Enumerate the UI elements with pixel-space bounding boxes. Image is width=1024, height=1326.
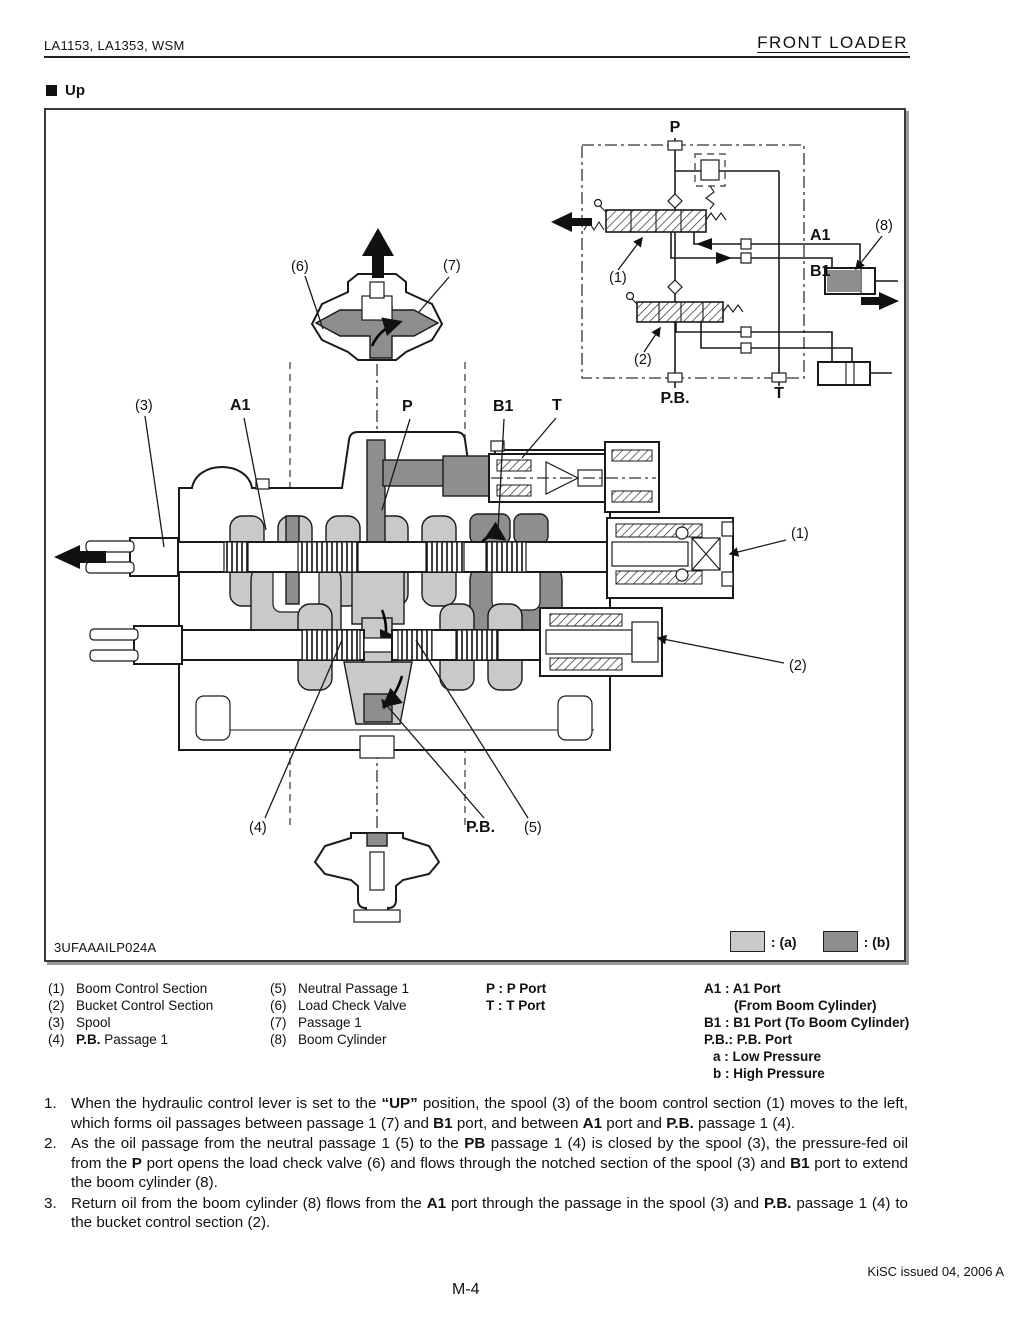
section-label-b1: B1 <box>493 398 514 415</box>
cylinder-extend-arrow <box>861 292 899 310</box>
schematic-label-b1: B1 <box>810 263 831 280</box>
section-label-5: (5) <box>524 820 542 836</box>
header-section-title: FRONT LOADER <box>757 33 908 52</box>
section-label-6: (6) <box>291 259 309 275</box>
legend-column-3: P : P Port T : T Port <box>486 980 646 1014</box>
hydraulic-diagram: P A1 B1 (8) (1) (2) P.B. T <box>54 119 899 923</box>
section-heading-label: Up <box>65 82 85 99</box>
legend-swatch-a: : (a) <box>729 931 797 952</box>
schematic-label-t: T <box>774 385 784 402</box>
schematic-label-a1: A1 <box>810 227 831 244</box>
legend-column-4: A1 : A1 Port (From Boom Cylinder) B1 : B… <box>704 980 954 1082</box>
legend-item: (2)Bucket Control Section <box>48 998 214 1013</box>
legend-item: A1 : A1 Port <box>704 981 781 996</box>
legend-item: P : P Port <box>486 981 547 996</box>
flow-out-left-arrow <box>551 212 592 232</box>
section-label-p: P <box>402 398 413 415</box>
legend-item: (From Boom Cylinder) <box>734 998 877 1013</box>
legend-item: (7)Passage 1 <box>270 1015 362 1030</box>
header-model-codes: LA1153, LA1353, WSM <box>44 38 185 53</box>
load-check-valve-fitting <box>310 228 444 361</box>
legend-item: b : High Pressure <box>713 1066 825 1081</box>
section-label-pb: P.B. <box>466 819 495 836</box>
hydraulic-schematic: P A1 B1 (8) (1) (2) P.B. T <box>551 119 899 407</box>
schematic-label-8: (8) <box>875 218 893 234</box>
footer-page-number: M-4 <box>452 1281 480 1298</box>
legend-column-1: (1)Boom Control Section (2)Bucket Contro… <box>48 980 260 1048</box>
figure-box: P A1 B1 (8) (1) (2) P.B. T <box>44 108 906 962</box>
relief-valve-assembly <box>488 441 660 513</box>
section-label-3: (3) <box>135 398 153 414</box>
legend-item: (5)Neutral Passage 1 <box>270 981 410 996</box>
valve-cross-section: (3) A1 P B1 T (6) (7) (1) (2) (4) <box>54 228 809 923</box>
boom-valve-symbol <box>583 198 727 233</box>
legend-column-2: (5)Neutral Passage 1 (6)Load Check Valve… <box>270 980 482 1048</box>
spool-shift-arrow <box>54 545 106 569</box>
legend-item: (4)P.B. Passage 1 <box>48 1032 169 1047</box>
legend-item: B1 : B1 Port (To Boom Cylinder) <box>704 1015 910 1030</box>
boom-spool-cap-assembly <box>606 517 734 599</box>
footer-issue-stamp: KiSC issued 04, 2006 A <box>867 1264 1004 1279</box>
boom-spool <box>85 537 649 577</box>
paragraph-1: 1. When the hydraulic control lever is s… <box>44 1095 908 1132</box>
paragraph-3: 3. Return oil from the boom cylinder (8)… <box>44 1194 908 1232</box>
boom-cylinder-symbol <box>824 267 898 295</box>
section-label-7: (7) <box>443 258 461 274</box>
legend-item: (3)Spool <box>48 1015 111 1030</box>
high-pressure-swatch <box>822 931 858 952</box>
high-pressure-swatch-label: : (b) <box>863 933 890 950</box>
legend-item: a : Low Pressure <box>713 1049 822 1064</box>
legend-item: (8)Boom Cylinder <box>270 1032 387 1047</box>
section-square-icon <box>46 85 57 96</box>
section-label-4: (4) <box>249 820 267 836</box>
header-rule <box>44 56 910 58</box>
pressure-legend: : (a) : (b) <box>729 931 890 952</box>
bottom-port-fitting <box>313 832 441 923</box>
legend-item: (6)Load Check Valve <box>270 998 407 1013</box>
schematic-label-pb: P.B. <box>660 390 689 407</box>
legend-item: T : T Port <box>486 998 546 1013</box>
section-label-1: (1) <box>791 526 809 542</box>
bucket-valve-symbol <box>625 291 744 323</box>
low-pressure-swatch <box>729 931 765 952</box>
low-pressure-swatch-label: : (a) <box>770 933 797 950</box>
section-heading: Up <box>46 82 85 99</box>
schematic-label-2: (2) <box>634 352 652 368</box>
legend-item: P.B.: P.B. Port <box>704 1032 793 1047</box>
legend-swatch-b: : (b) <box>822 931 890 952</box>
bucket-cylinder-symbol <box>817 361 892 386</box>
section-label-a1: A1 <box>230 397 251 414</box>
bucket-spool-cap-assembly <box>539 607 663 677</box>
schematic-label-1: (1) <box>609 270 627 286</box>
section-label-t: T <box>552 397 562 414</box>
legend-item: (1)Boom Control Section <box>48 981 208 996</box>
operation-description: 1. When the hydraulic control lever is s… <box>44 1094 908 1234</box>
figure-code: 3UFAAAILP024A <box>54 940 157 955</box>
paragraph-2: 2. As the oil passage from the neutral p… <box>44 1135 908 1191</box>
section-label-2: (2) <box>789 658 807 674</box>
schematic-label-p: P <box>670 119 681 136</box>
bucket-spool <box>89 625 563 665</box>
